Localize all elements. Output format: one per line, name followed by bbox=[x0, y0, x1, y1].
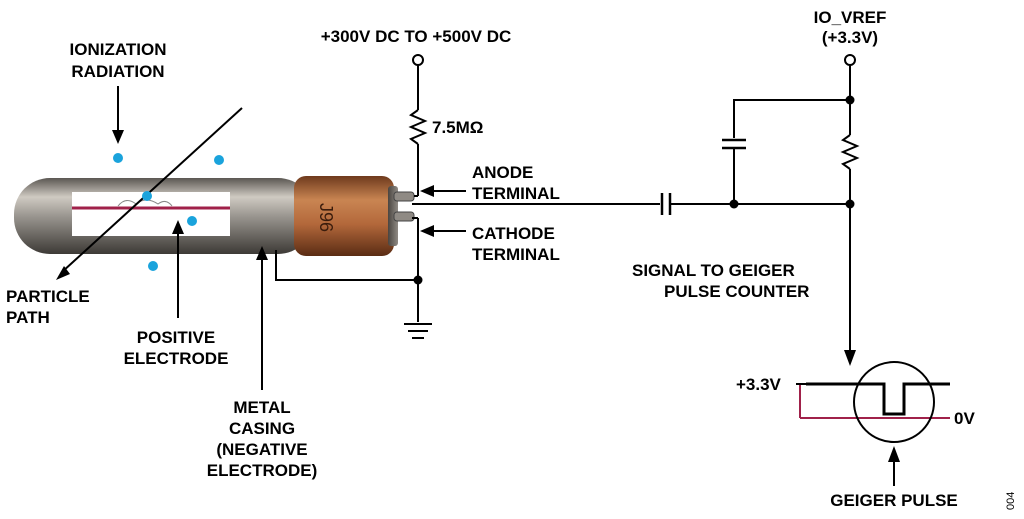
particle-dot bbox=[113, 153, 123, 163]
anode-terminal-label: ANODE bbox=[472, 163, 533, 182]
ionization-label: RADIATION bbox=[71, 62, 164, 81]
particle-dot bbox=[142, 191, 152, 201]
particle-dot bbox=[214, 155, 224, 165]
high-voltage-circuit bbox=[275, 54, 850, 339]
io-vref-label: IO_VREF bbox=[814, 8, 887, 27]
signal-label: SIGNAL TO GEIGER bbox=[632, 261, 795, 280]
geiger-pulse-waveform bbox=[796, 361, 950, 486]
tube-cap-band bbox=[294, 176, 394, 256]
signal-label: PULSE COUNTER bbox=[664, 282, 809, 301]
v-low-label: 0V bbox=[954, 409, 975, 428]
ground-symbol bbox=[404, 323, 432, 339]
positive-electrode-label: ELECTRODE bbox=[124, 349, 229, 368]
resistor-7-5m bbox=[408, 109, 428, 145]
io-vref-circuit bbox=[722, 54, 860, 366]
cathode-terminal-label: CATHODE bbox=[472, 224, 555, 243]
metal-casing-label: METAL bbox=[233, 398, 290, 417]
cathode-junction bbox=[413, 275, 423, 285]
supply-voltage-label: +300V DC TO +500V DC bbox=[321, 27, 512, 46]
cathode-terminal-label: TERMINAL bbox=[472, 245, 560, 264]
particle-path-line bbox=[61, 107, 243, 273]
hv-supply-node bbox=[412, 54, 424, 66]
signal-arrowhead bbox=[844, 350, 856, 366]
v-high-label: +3.3V bbox=[736, 375, 782, 394]
metal-casing-label: CASING bbox=[229, 419, 295, 438]
io-vref-label: (+3.3V) bbox=[822, 28, 878, 47]
ionization-label: IONIZATION bbox=[70, 40, 167, 59]
particle-dot bbox=[148, 261, 158, 271]
positive-electrode-label: POSITIVE bbox=[137, 328, 215, 347]
resistor-value-label: 7.5MΩ bbox=[432, 118, 483, 137]
anode-terminal-pin bbox=[393, 191, 415, 202]
particle-path-label: PATH bbox=[6, 308, 50, 327]
pulse-arrowhead bbox=[888, 446, 900, 462]
tube-marking: J96 bbox=[316, 203, 336, 232]
geiger-tube: J96 bbox=[14, 176, 415, 256]
io-vref-node bbox=[844, 54, 856, 66]
figure-number: 004 bbox=[1005, 492, 1017, 510]
particle-dot bbox=[187, 216, 197, 226]
particle-path-arrowhead bbox=[56, 266, 70, 280]
geiger-pulse-label: GEIGER PULSE bbox=[830, 491, 958, 510]
callout-arrows bbox=[112, 86, 466, 390]
metal-casing-label: ELECTRODE) bbox=[207, 461, 318, 480]
anode-terminal-label: TERMINAL bbox=[472, 184, 560, 203]
pullup-resistor bbox=[840, 134, 860, 170]
tube-cutaway-window bbox=[72, 192, 230, 236]
pulse-magnifier-circle bbox=[853, 361, 935, 443]
cathode-terminal-pin bbox=[393, 211, 415, 222]
metal-casing-label: (NEGATIVE bbox=[216, 440, 307, 459]
particle-path-label: PARTICLE bbox=[6, 287, 90, 306]
